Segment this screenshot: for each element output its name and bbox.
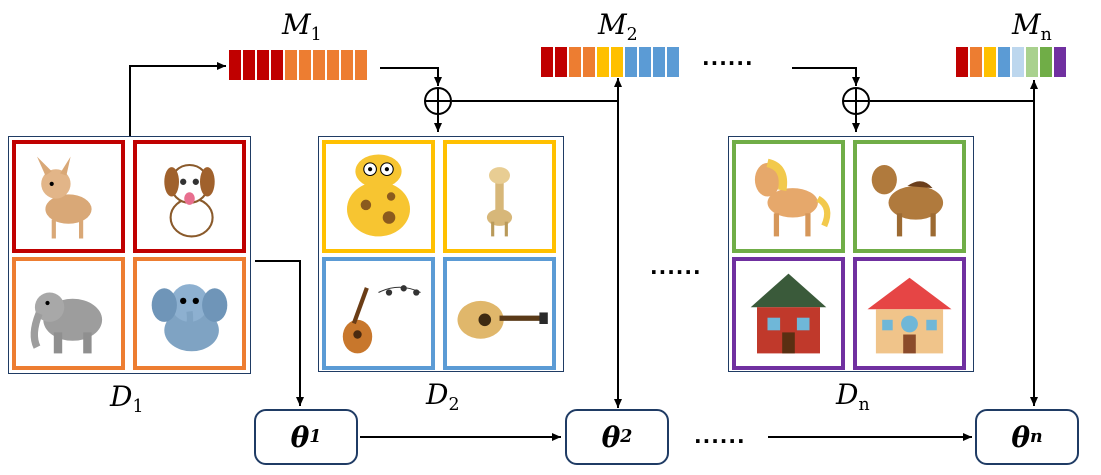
memory-cell — [299, 50, 313, 80]
oplus-node-n — [842, 87, 870, 115]
memory-cell — [1026, 47, 1040, 77]
model-ellipsis: ...... — [694, 424, 746, 448]
dataset-label-n: Dn — [836, 378, 870, 416]
memory-cell — [229, 50, 243, 80]
memory-cell — [555, 47, 569, 77]
dataset-panel-2 — [318, 136, 564, 372]
memory-cell — [970, 47, 984, 77]
memory-cell — [355, 50, 369, 80]
memory-cell — [597, 47, 611, 77]
small-giraffe-icon — [443, 140, 556, 253]
chihuahua-icon — [12, 140, 125, 253]
baby-elephant-icon — [133, 257, 246, 370]
memory-cell — [271, 50, 285, 80]
memory-cell — [611, 47, 625, 77]
memory-cell — [1012, 47, 1026, 77]
memory-cell — [583, 47, 597, 77]
puppy-icon — [133, 140, 246, 253]
elephant-icon — [12, 257, 125, 370]
dataset-panel-1 — [8, 136, 251, 374]
memory-cell — [1040, 47, 1054, 77]
memory-cell — [984, 47, 998, 77]
oplus-node-1 — [424, 87, 452, 115]
dataset-label-1: D1 — [110, 380, 144, 418]
memory-buffer-2 — [541, 47, 681, 77]
memory-cell — [341, 50, 355, 80]
saddled-horse-icon — [853, 140, 966, 253]
memory-cell — [541, 47, 555, 77]
arrow-d1-to-m1 — [129, 62, 226, 138]
memory-label-n: Mn — [1012, 8, 1052, 46]
memory-cell — [285, 50, 299, 80]
memory-cell — [313, 50, 327, 80]
memory-cell — [1054, 47, 1068, 77]
dataset-ellipsis: ...... — [650, 255, 702, 279]
memory-label-1: M1 — [282, 8, 322, 46]
red-house-icon — [732, 257, 845, 370]
memory-buffer-n — [956, 47, 1068, 77]
pony-icon — [732, 140, 845, 253]
memory-label-2: M2 — [598, 8, 638, 46]
cottage-icon — [853, 257, 966, 370]
memory-cell — [653, 47, 667, 77]
memory-cell — [243, 50, 257, 80]
arrow-into-oplusn — [792, 67, 860, 86]
memory-cell — [625, 47, 639, 77]
memory-cell — [257, 50, 271, 80]
memory-cell — [956, 47, 970, 77]
memory-cell — [667, 47, 681, 77]
guitar-with-notes-icon — [322, 257, 435, 370]
memory-cell — [998, 47, 1012, 77]
memory-cell — [327, 50, 341, 80]
arrow-d1-to-theta1 — [255, 260, 304, 406]
dataset-label-2: D2 — [426, 378, 460, 416]
arrow-m1-to-oplus1 — [380, 67, 442, 86]
dataset-panel-n — [728, 136, 974, 372]
acoustic-guitar-icon — [443, 257, 556, 370]
memory-cell — [569, 47, 583, 77]
memory-cell — [639, 47, 653, 77]
memory-ellipsis: ...... — [702, 46, 754, 70]
giraffe-icon — [322, 140, 435, 253]
memory-buffer-1 — [229, 50, 369, 80]
